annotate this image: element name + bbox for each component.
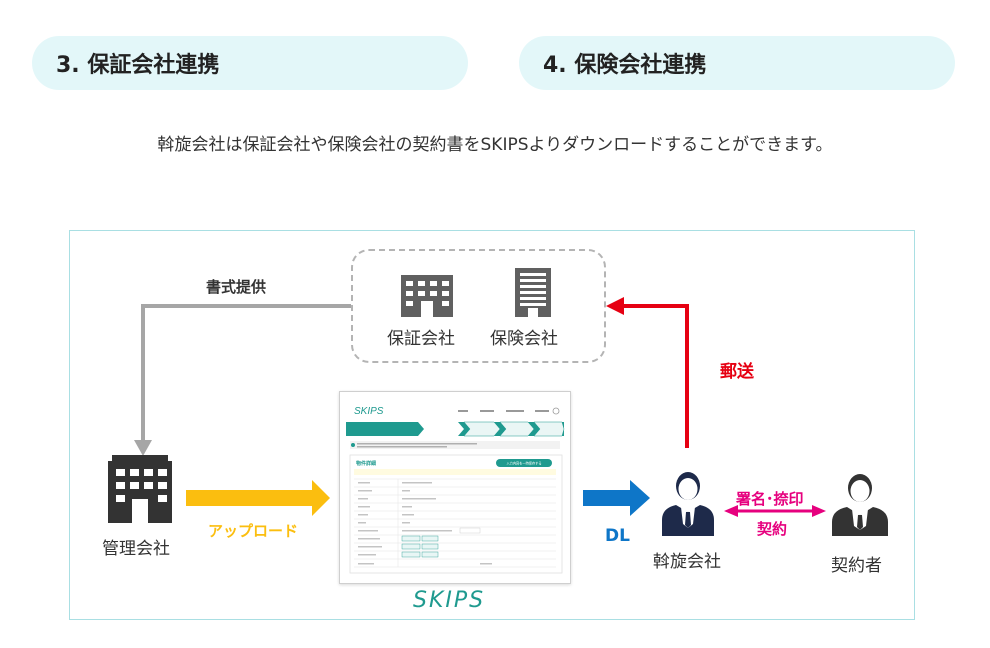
- mail-label: 郵送: [720, 362, 754, 382]
- skips-screen-button: 入力内容を一時保存する: [506, 461, 541, 466]
- format-provision-label: 書式提供: [206, 278, 267, 296]
- office-tower-icon: [515, 268, 551, 317]
- skips-screen-section: 物件詳細: [356, 460, 376, 467]
- skips-logo: SKIPS: [413, 588, 486, 613]
- office-building-icon: [401, 275, 453, 317]
- section-title-guarantee-text: 3. 保証会社連携: [56, 53, 220, 78]
- office-building-large-icon: [108, 455, 172, 523]
- contract-label: 契約: [757, 520, 788, 538]
- businessperson-icon: [662, 472, 714, 536]
- skips-screen-mockup: SKIPS 物件詳細 入力内容を一時保存する: [346, 406, 565, 574]
- partner-companies-group: [351, 249, 606, 363]
- section-title-guarantee: 3. 保証会社連携: [32, 36, 468, 90]
- contractor-label: 契約者: [831, 556, 882, 576]
- section-title-insurance-text: 4. 保険会社連携: [543, 53, 707, 78]
- skips-screenshot: SKIPS 物件詳細 入力内容を一時保存する: [339, 391, 571, 584]
- download-label: DL: [605, 526, 630, 546]
- insurance-company-label: 保険会社: [490, 329, 558, 349]
- person-icon: [832, 474, 888, 536]
- sign-seal-label: 署名･捺印: [736, 490, 804, 508]
- upload-label: アップロード: [208, 522, 299, 540]
- section-title-insurance: 4. 保険会社連携: [519, 36, 955, 90]
- guarantee-company-label: 保証会社: [387, 329, 455, 349]
- agency-label: 斡旋会社: [653, 552, 721, 572]
- skips-screen-logo: SKIPS: [354, 406, 384, 417]
- subtitle: 斡旋会社は保証会社や保険会社の契約書をSKIPSよりダウンロードすることができま…: [157, 135, 833, 155]
- management-company-label: 管理会社: [102, 539, 170, 559]
